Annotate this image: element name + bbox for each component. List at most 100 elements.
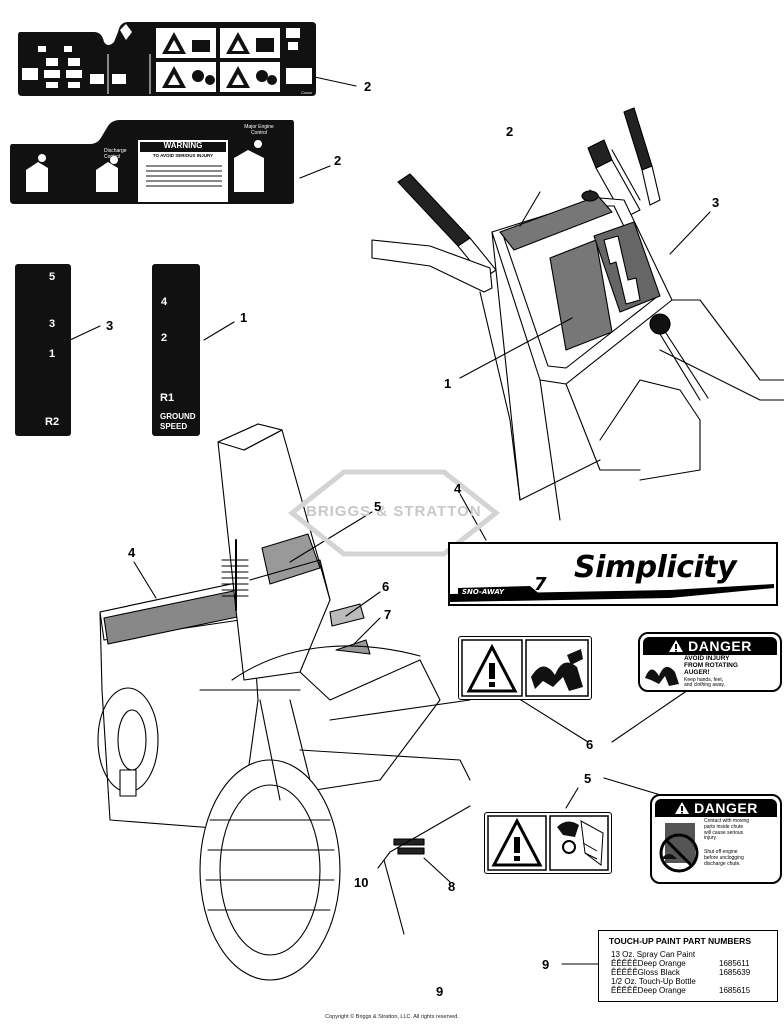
paint-table-title: TOUCH-UP PAINT PART NUMBERS (609, 936, 751, 946)
warning-title: WARNING (163, 141, 203, 150)
top-decal-code: Cxxxx (301, 90, 312, 95)
briggs-watermark-logo (287, 469, 501, 557)
leader-line-5a (289, 511, 373, 563)
leader-line-3b (669, 211, 711, 255)
touch-up-paint-table: TOUCH-UP PAINT PART NUMBERS 13 Oz. Spray… (598, 930, 778, 1002)
speed1-label-speed: SPEED (160, 422, 188, 431)
watermark-text: BRIGGS & STRATTON (306, 503, 482, 520)
paint-row-pn: 1685639 (719, 968, 751, 977)
warning-mid-label-b: Control (104, 154, 121, 160)
callout-9: 9 (542, 957, 550, 972)
leader-line-2c (519, 191, 541, 227)
danger-chute-line1: Contact with moving (704, 818, 750, 824)
speed1-label-2: 2 (161, 332, 168, 344)
brand-name: Simplicity (574, 550, 737, 585)
leader-line-1a (203, 321, 235, 341)
callout-2: 2 (364, 79, 372, 94)
callout-1: 1 (240, 310, 248, 325)
callout-4: 4 (454, 481, 462, 496)
danger-chute-line7: discharge chute. (704, 860, 741, 867)
paint-row-pn: 1685615 (719, 986, 751, 995)
brand-model-b: 7 (534, 574, 547, 595)
leader-line-5b-a (565, 787, 579, 809)
leader-line-1b (459, 317, 573, 379)
danger-chute-line3: will cause serious (704, 829, 744, 836)
speed1-label-4: 4 (161, 296, 168, 308)
warning-left-label-c: Control (10, 138, 27, 144)
paint-row-label: 1/2 Oz. Touch-Up Bottle (611, 977, 696, 986)
top-icon-decal: Cxxxx (16, 18, 318, 98)
leader-line-2b (299, 165, 331, 179)
leader-line-2a (309, 75, 357, 87)
callout-3: 3 (712, 195, 720, 210)
speed-decal-3: 5 3 1 R2 (15, 264, 71, 436)
danger-auger-line2: FROM ROTATING (684, 661, 738, 669)
warning-right-label-b: Control (250, 130, 268, 136)
paint-row-pn: 1685611 (719, 959, 750, 968)
danger-auger-decal: DANGER AVOID INJURY FROM ROTATING AUGER!… (638, 632, 782, 692)
callout-4: 4 (128, 545, 136, 560)
paint-row-label: ÊÊÊÊÊGloss Black (611, 968, 680, 977)
auger-hazard-icon (645, 666, 679, 686)
brand-model-a: SNO-AWAY (462, 588, 505, 596)
callout-5: 5 (584, 771, 592, 786)
no-hands-chute-icon (659, 823, 699, 873)
speed3-label-1: 1 (49, 348, 56, 360)
warning-fine-print (146, 162, 222, 190)
leader-line-8 (423, 857, 451, 883)
leader-line-6a (345, 591, 381, 617)
speed3-label-3: 3 (49, 318, 56, 330)
danger-chute-line4: injury. (704, 835, 717, 842)
danger-chute-head: DANGER (694, 800, 758, 816)
leader-line-6b-b (611, 689, 689, 743)
leader-line-4b (459, 493, 487, 541)
speed-decal-1: 4 2 R1 GROUND SPEED (152, 264, 200, 436)
callout-2: 2 (334, 153, 342, 168)
copyright-notice: Copyright © Briggs & Stratton, LLC. All … (325, 1014, 459, 1020)
callout-2: 2 (506, 124, 514, 139)
speed3-label-5: 5 (49, 271, 56, 283)
leader-line-9a (383, 859, 405, 935)
callout-5: 5 (374, 499, 382, 514)
leader-line-3a (69, 325, 101, 341)
speed1-label-ground: GROUND (160, 412, 196, 421)
callout-9: 9 (436, 984, 444, 999)
danger-chute-line2: parts inside chute (704, 823, 744, 830)
warning-subtitle: TO AVOID SERIOUS INJURY (152, 153, 214, 158)
callout-7: 7 (384, 607, 392, 622)
speed3-label-r2: R2 (45, 416, 60, 428)
callout-6: 6 (382, 579, 390, 594)
paint-row-label: ÊÊÊÊÊDeep Orange (611, 986, 686, 995)
warning-mid-label-a: Discharge (104, 148, 127, 154)
danger-chute-decal: DANGER Contact with moving parts inside … (650, 794, 782, 884)
danger-auger-line3: AUGER! (684, 668, 710, 676)
callout-1: 1 (444, 376, 452, 391)
callout-6: 6 (586, 737, 594, 752)
brand-model-c: 55cm (500, 596, 516, 602)
leader-line-7a (353, 617, 381, 645)
auger-pictogram-decal (458, 636, 592, 700)
speed1-label-r1: R1 (160, 392, 175, 404)
brand-decal: Simplicity SNO-AWAY 7 55cm (448, 542, 778, 606)
snowthrower-drawing (97, 423, 471, 981)
handle-assembly-drawing (371, 107, 784, 521)
warning-right-label-a: Major Engine (244, 124, 274, 130)
warning-left-label-a: Traction & (10, 126, 33, 132)
leader-line-5b-b (603, 777, 665, 797)
leader-line-4a (133, 561, 157, 599)
alert-icon (675, 802, 690, 814)
callout-8: 8 (448, 879, 456, 894)
danger-auger-head: DANGER (688, 638, 752, 654)
warning-decal: Traction & FreeHand™ Control Discharge C… (8, 118, 296, 206)
danger-chute-line5: Shut off engine (704, 849, 738, 855)
danger-auger-line5: and clothing away. (684, 682, 726, 689)
danger-auger-line4: Keep hands, feet, (684, 677, 724, 683)
paint-row-label: 13 Oz. Spray Can Paint (611, 950, 696, 959)
danger-chute-line6: before unclogging (704, 854, 744, 861)
alert-icon (669, 640, 684, 652)
callout-10: 10 (354, 875, 369, 890)
danger-auger-line1: AVOID INJURY (684, 655, 730, 662)
callout-3: 3 (106, 318, 114, 333)
